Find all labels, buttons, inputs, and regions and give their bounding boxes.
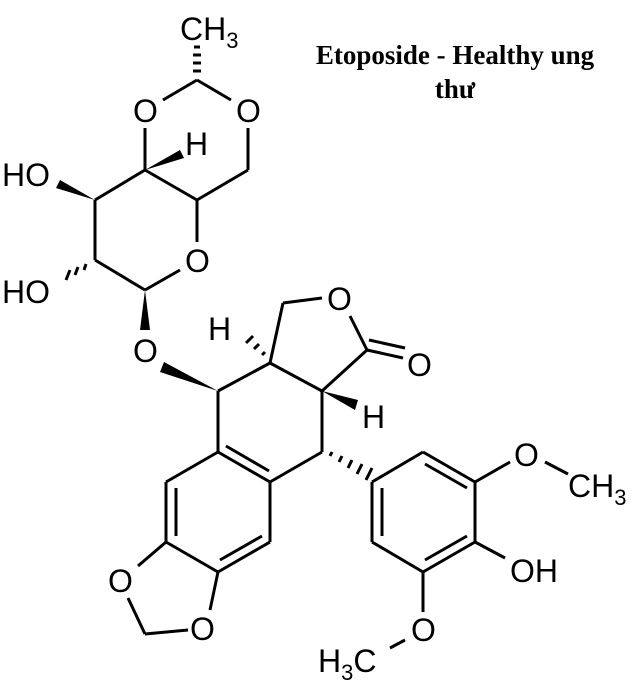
benzodioxole-bonds: [126, 450, 272, 636]
label-o-lactone-ring: O: [327, 281, 352, 317]
label-h-lactone-left: H: [208, 311, 231, 347]
hashed-h-lactone-left: [244, 334, 267, 357]
label-h3c-bottom: H3C: [318, 643, 376, 685]
phenol-ring-bonds: [370, 450, 569, 650]
label-o-carbonyl: O: [407, 347, 432, 383]
hashed-ho-lower: [64, 263, 88, 281]
label-o-ring-sugar: O: [185, 243, 210, 279]
hashed-aryl: [328, 451, 374, 481]
label-o-methylenedioxy-left: O: [108, 563, 133, 599]
label-o-methylenedioxy-bottom: O: [190, 611, 215, 647]
label-h-sugar: H: [185, 126, 208, 162]
label-oh-phenol: OH: [510, 553, 558, 589]
wedge-h-sugar: [145, 150, 184, 170]
label-o-acetal-left: O: [133, 93, 158, 129]
wedge-h-lactone-right: [322, 391, 358, 410]
hashed-wedge-ch3: [193, 45, 201, 73]
label-ho-lower: HO: [2, 274, 50, 310]
label-o-acetal-right: O: [236, 93, 261, 129]
title-line-1: Etoposide - Healthy ung: [315, 40, 595, 70]
label-o-glycosidic: O: [133, 333, 158, 369]
title-line-2: thư: [434, 74, 476, 104]
diagram-title: Etoposide - Healthy ung thư: [290, 38, 620, 106]
wedge-glycosidic: [140, 290, 150, 330]
label-h-lactone-right: H: [362, 399, 385, 435]
label-o-methoxy-top: O: [514, 437, 539, 473]
pyranose-ring-bonds: [56, 150, 199, 330]
label-o-methoxy-bottom: O: [411, 612, 436, 648]
acetal-ring-bonds: [143, 45, 250, 202]
wedge-c4-o: [160, 362, 218, 391]
aglycone-bonds: [160, 296, 406, 484]
label-ch3-right: CH3: [568, 468, 626, 510]
wedge-ho-upper: [56, 180, 95, 200]
label-ho-upper: HO: [2, 157, 50, 193]
label-ch3-top: CH3: [180, 11, 238, 53]
